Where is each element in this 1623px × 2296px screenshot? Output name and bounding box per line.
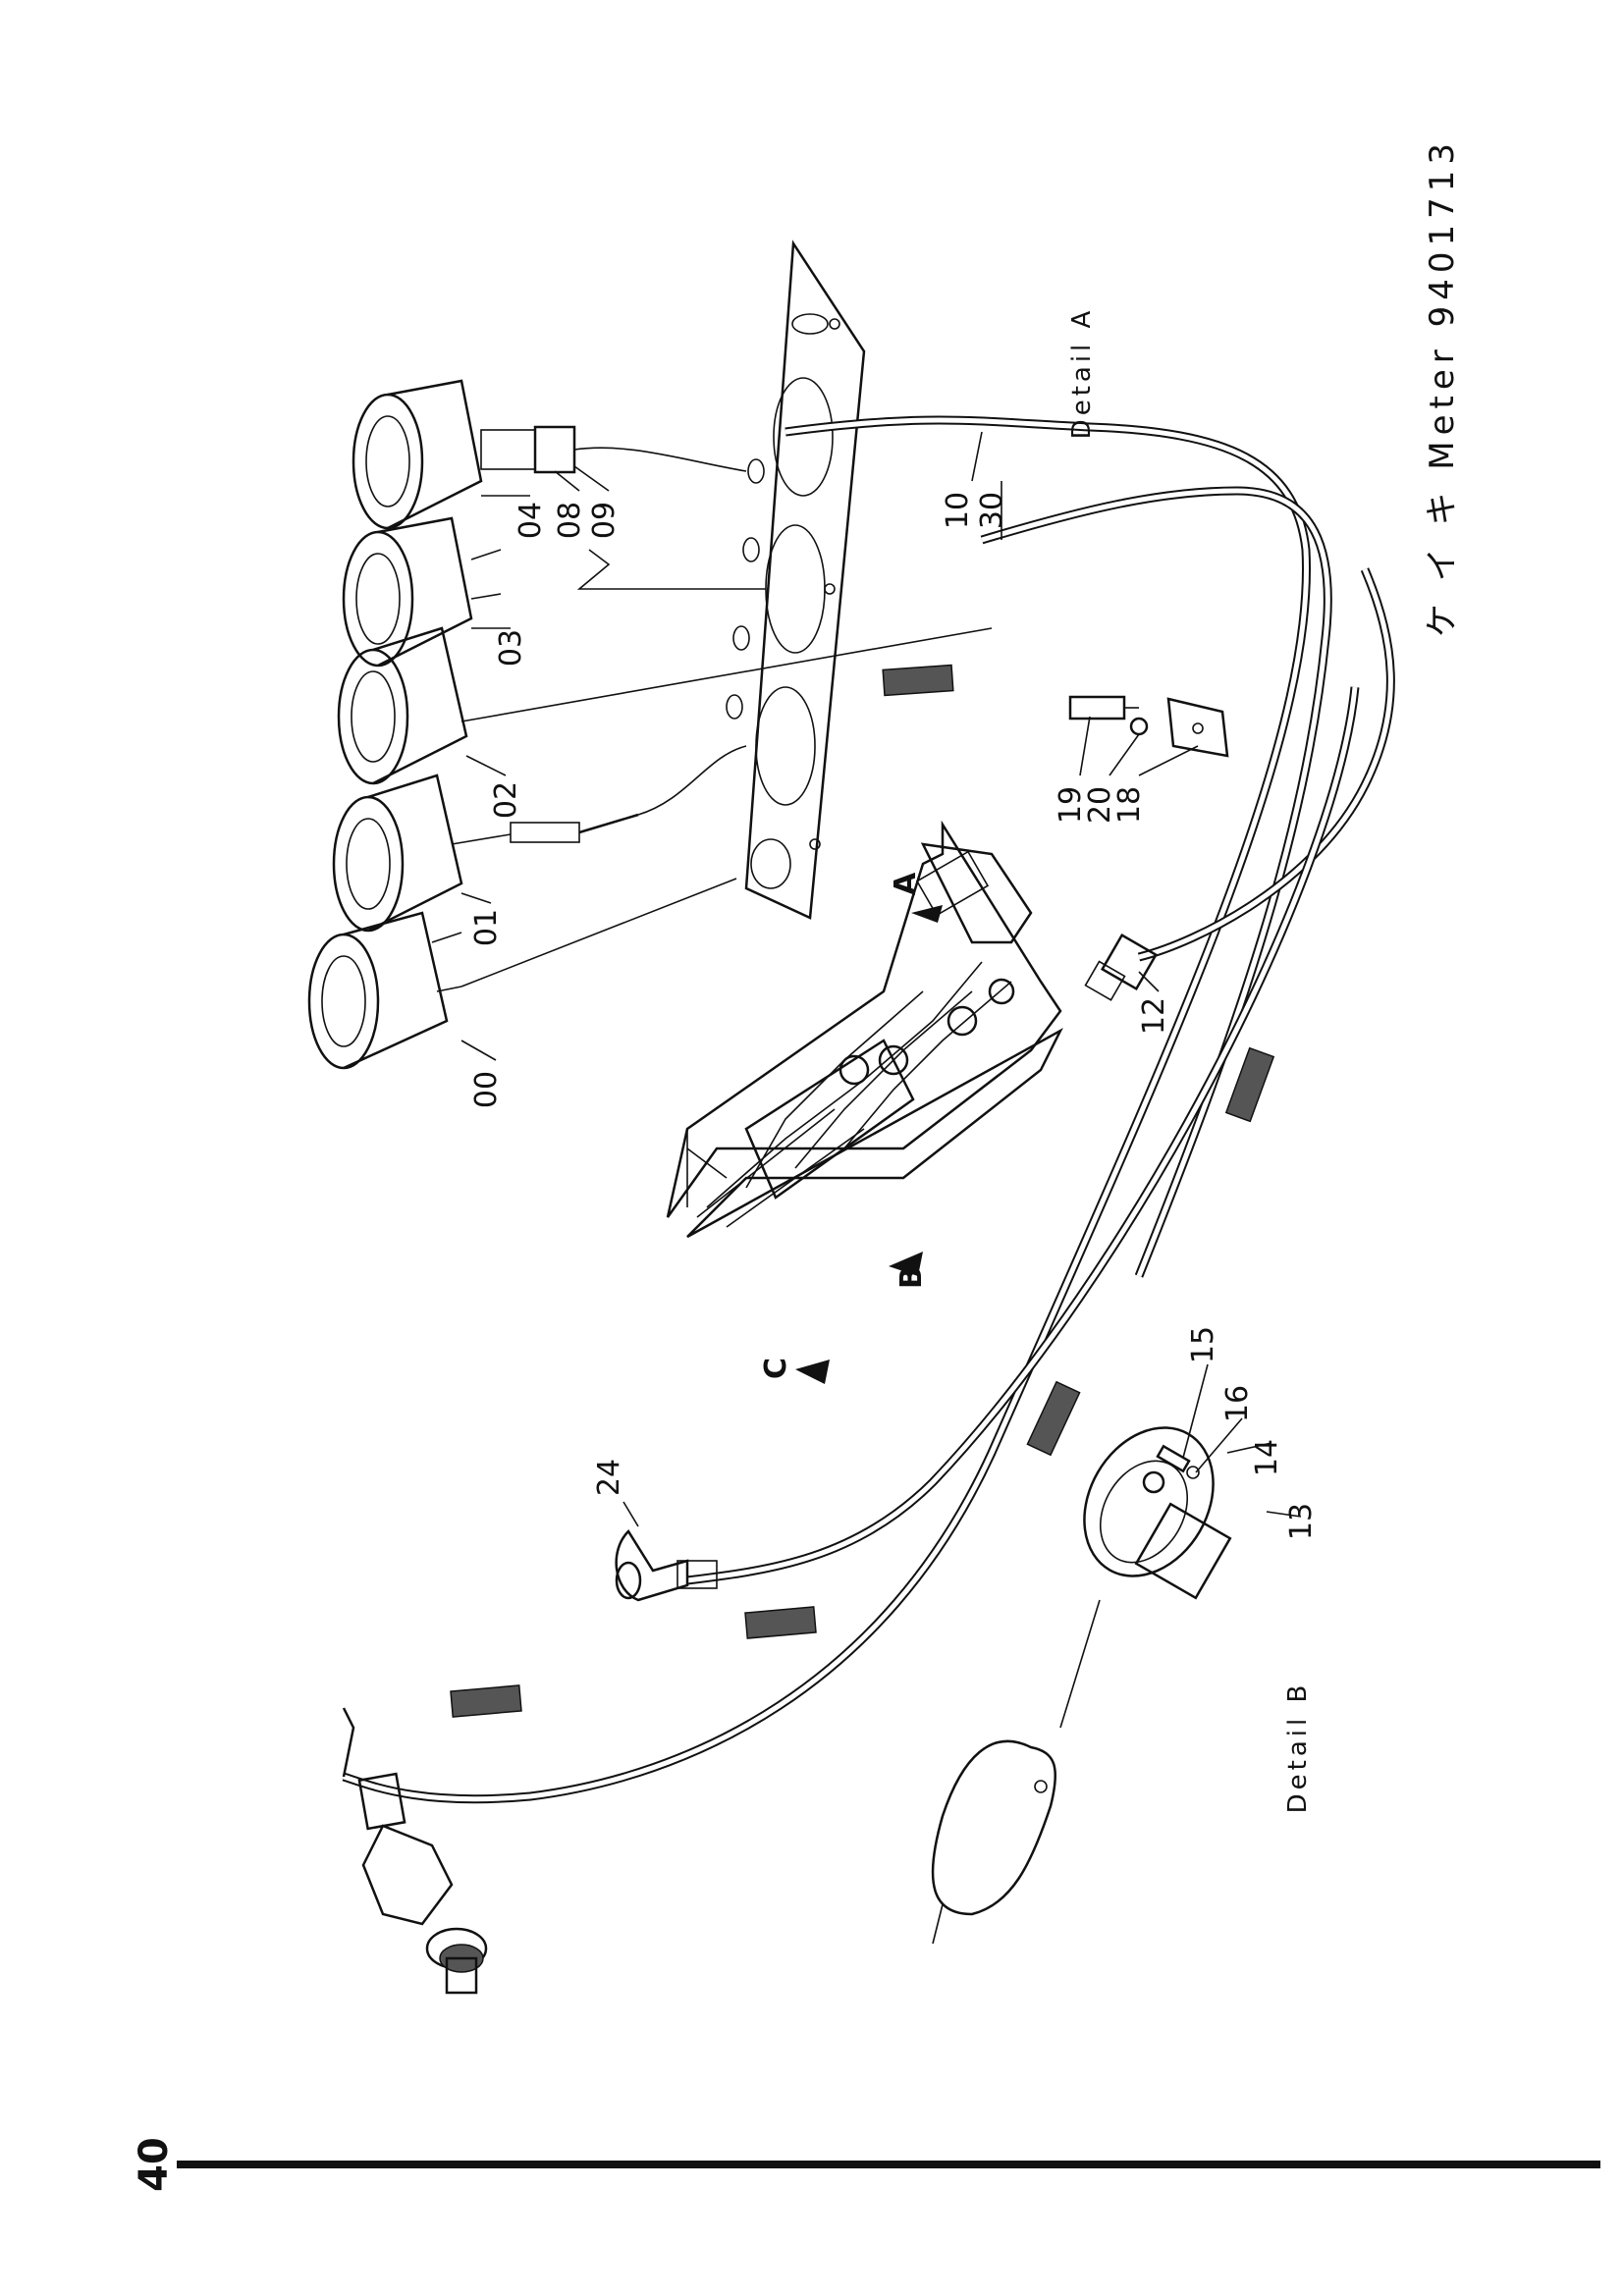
callout-12: 12 [1137, 997, 1171, 1035]
callout-20: 20 [1083, 786, 1117, 824]
hardware-18-19-20 [1068, 695, 1229, 758]
gauge-04 [352, 379, 747, 530]
callout-14: 14 [1250, 1439, 1284, 1476]
callout-30: 30 [975, 492, 1009, 529]
page-title: ケ イ キ Meter 9401713 [1423, 137, 1462, 637]
gauge-03 [342, 516, 766, 667]
callout-15: 15 [1186, 1326, 1220, 1363]
callout-19: 19 [1054, 786, 1088, 824]
angle-connector-24 [615, 1529, 718, 1602]
gauge-02 [337, 626, 993, 785]
cable-30 [980, 486, 1332, 1278]
marker-b: B [894, 1266, 929, 1289]
callout-03: 03 [494, 629, 528, 667]
cable-24 [686, 686, 1360, 1585]
callout-02: 02 [489, 781, 523, 819]
instrument-panel-plate [726, 240, 866, 920]
dashboard-frame [666, 820, 1063, 1239]
cable-10 [342, 415, 1312, 1804]
callout-01: 01 [469, 909, 504, 946]
temperature-sender [342, 1707, 488, 1995]
callout-08: 08 [553, 502, 587, 539]
callout-16: 16 [1220, 1385, 1255, 1422]
page-number: 40 [132, 2137, 177, 2192]
marker-a: A [889, 872, 923, 895]
marker-arrows [795, 905, 943, 1384]
screw-15-16-14 [1156, 1444, 1200, 1479]
marker-c: C [759, 1358, 793, 1379]
detail-a-label: Detail A [1067, 307, 1097, 440]
float-sender-detail-b [931, 1426, 1232, 1945]
detail-b-label: Detail B [1283, 1682, 1313, 1814]
callout-10: 10 [941, 492, 975, 529]
callout-04: 04 [514, 502, 548, 539]
callout-24: 24 [592, 1459, 626, 1496]
part-callouts: 00 01 02 03 04 08 09 10 30 12 13 14 15 1… [469, 492, 1319, 1540]
callout-09: 09 [587, 502, 622, 539]
leader-lines [460, 431, 1302, 1527]
cable-12 [1137, 567, 1395, 962]
callout-00: 00 [469, 1071, 504, 1108]
cable-sleeves [450, 664, 1275, 1718]
callout-13: 13 [1284, 1503, 1319, 1540]
callout-18: 18 [1112, 786, 1147, 824]
gauge-01 [332, 745, 747, 933]
sender-12 [1084, 933, 1159, 1001]
